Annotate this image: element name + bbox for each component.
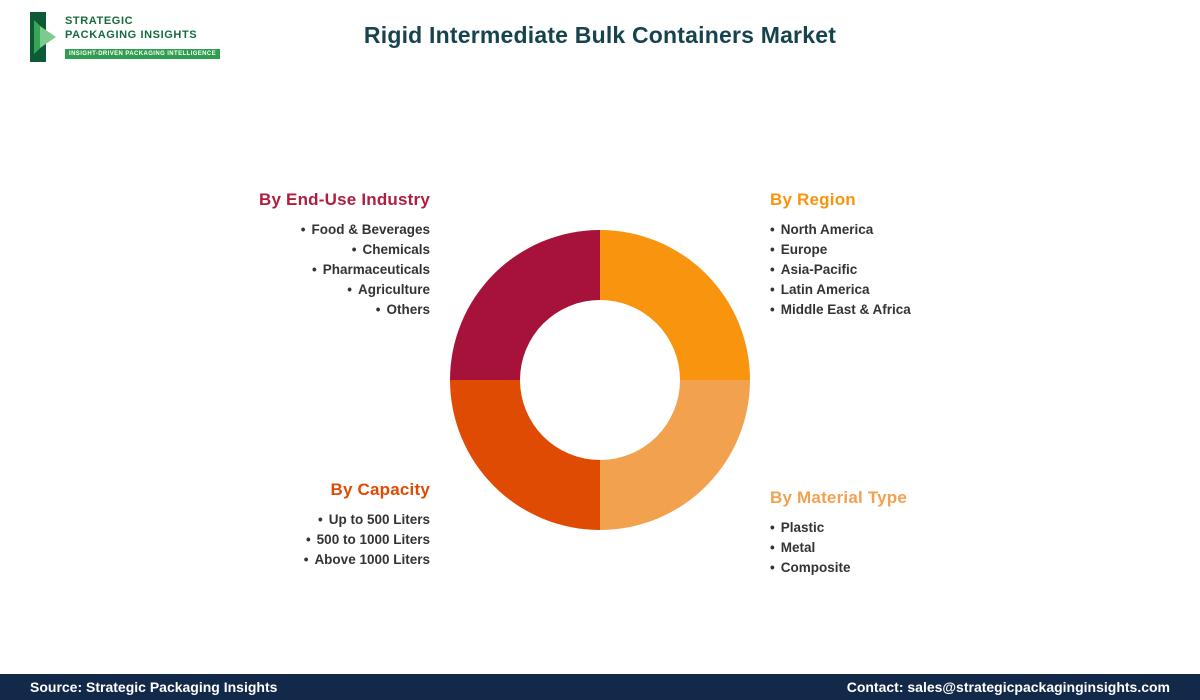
company-logo: STRATEGIC PACKAGING INSIGHTS INSIGHT-DRI… <box>30 12 221 62</box>
list-item: Middle East & Africa <box>770 300 911 320</box>
list-item: Plastic <box>770 518 907 538</box>
footer-bar: Source: Strategic Packaging Insights Con… <box>0 674 1200 700</box>
section-heading: By Region <box>770 190 856 209</box>
logo-line-1: STRATEGIC <box>65 15 134 27</box>
section-list: Food & Beverages Chemicals Pharmaceutica… <box>259 220 430 320</box>
section-list: North America Europe Asia-Pacific Latin … <box>770 220 911 320</box>
logo-text: STRATEGIC PACKAGING INSIGHTS INSIGHT-DRI… <box>65 12 221 60</box>
list-item: Up to 500 Liters <box>304 510 430 530</box>
list-item: Above 1000 Liters <box>304 550 430 570</box>
section-list: Plastic Metal Composite <box>770 518 907 578</box>
list-item: Food & Beverages <box>259 220 430 240</box>
list-item: 500 to 1000 Liters <box>304 530 430 550</box>
list-item: Latin America <box>770 280 911 300</box>
donut-chart <box>450 230 750 530</box>
logo-line-2: PACKAGING INSIGHTS <box>65 29 198 41</box>
section-material-type: By Material Type Plastic Metal Composite <box>770 488 907 578</box>
page-title: Rigid Intermediate Bulk Containers Marke… <box>363 22 837 48</box>
section-end-use-industry: By End-Use Industry Food & Beverages Che… <box>259 190 430 320</box>
list-item: Chemicals <box>259 240 430 260</box>
logo-chevron-icon <box>30 12 56 62</box>
logo-tagline: INSIGHT-DRIVEN PACKAGING INTELLIGENCE <box>65 49 221 59</box>
section-list: Up to 500 Liters 500 to 1000 Liters Abov… <box>304 510 430 570</box>
section-region: By Region North America Europe Asia-Paci… <box>770 190 911 320</box>
footer-source: Source: Strategic Packaging Insights <box>30 679 278 695</box>
section-heading: By Capacity <box>330 480 430 499</box>
list-item: Pharmaceuticals <box>259 260 430 280</box>
footer-contact: Contact: sales@strategicpackaginginsight… <box>846 679 1170 695</box>
list-item: Others <box>259 300 430 320</box>
section-heading: By End-Use Industry <box>259 190 430 209</box>
section-heading: By Material Type <box>770 488 908 507</box>
list-item: Agriculture <box>259 280 430 300</box>
list-item: North America <box>770 220 911 240</box>
section-capacity: By Capacity Up to 500 Liters 500 to 1000… <box>304 480 430 570</box>
list-item: Asia-Pacific <box>770 260 911 280</box>
list-item: Metal <box>770 538 907 558</box>
list-item: Europe <box>770 240 911 260</box>
list-item: Composite <box>770 558 907 578</box>
